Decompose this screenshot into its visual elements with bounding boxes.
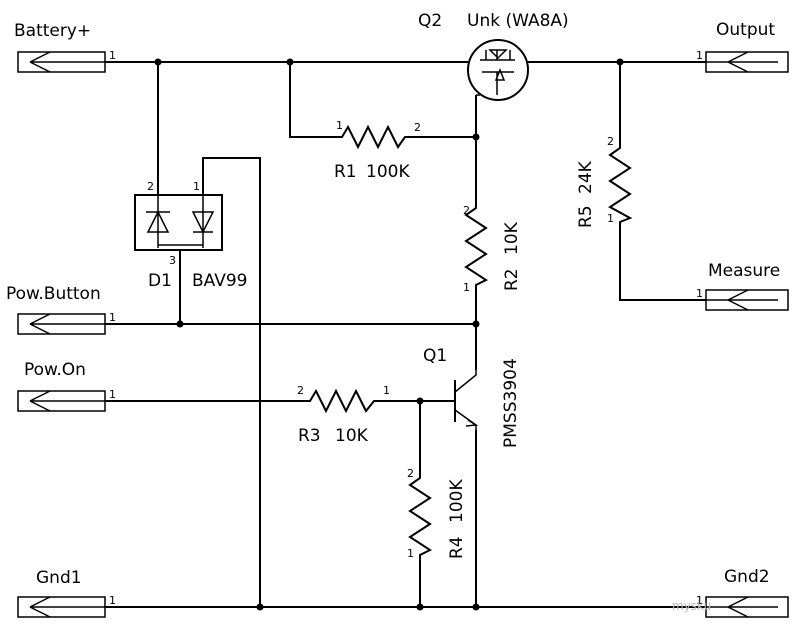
- port-pow-on[interactable]: Pow.On 1: [17, 360, 116, 412]
- wires: [105, 61, 706, 608]
- port-output-label: Output: [716, 20, 775, 40]
- q2-mosfet[interactable]: Q2 Unk (WA8A): [418, 11, 569, 101]
- port-battery-label: Battery+: [14, 21, 91, 41]
- pin-label: 2: [297, 384, 304, 397]
- r5-value: 24K: [576, 160, 596, 194]
- port-pow-button[interactable]: Pow.Button 1: [6, 284, 116, 335]
- r2-resistor[interactable]: 2 1 R2 10K: [463, 200, 522, 294]
- pin-label: 2: [607, 135, 614, 148]
- q1-value: PMSS3904: [501, 358, 521, 448]
- r5-ref: R5: [576, 205, 596, 228]
- port-battery[interactable]: Battery+ 1: [14, 21, 116, 73]
- r3-resistor[interactable]: 2 1 R3 10K: [297, 384, 390, 446]
- junction-output-r5: [616, 58, 624, 66]
- r5-resistor[interactable]: 2 1 R5 24K: [576, 135, 633, 228]
- junction-r2-button: [472, 320, 480, 328]
- pin-label: 3: [169, 254, 176, 267]
- junction-d1-button: [176, 320, 184, 328]
- pin-label: 1: [607, 212, 614, 225]
- junction-battery-r1: [286, 58, 294, 66]
- port-gnd2-label: Gnd2: [724, 567, 770, 587]
- junction-gnd-q1: [472, 603, 480, 611]
- port-pow-button-label: Pow.Button: [6, 284, 101, 304]
- pin-label: 1: [407, 547, 414, 560]
- r2-value: 10K: [502, 221, 522, 255]
- pin-label: 2: [414, 121, 421, 134]
- r4-resistor[interactable]: 2 1 R4 100K: [407, 467, 467, 560]
- port-gnd1-label: Gnd1: [36, 568, 82, 588]
- pin-label: 1: [109, 311, 116, 324]
- pin-label: 1: [463, 281, 470, 294]
- port-gnd1[interactable]: Gnd1 1: [17, 568, 116, 618]
- junction-battery-d1: [154, 58, 162, 66]
- pin-label: 1: [109, 594, 116, 607]
- junction-r3-r4: [416, 397, 424, 405]
- pin-label: 1: [336, 119, 343, 132]
- port-measure-label: Measure: [708, 261, 780, 281]
- r1-value: 100K: [366, 162, 410, 182]
- port-gnd2[interactable]: Gnd2 1: [696, 567, 789, 618]
- q1-ref: Q1: [423, 346, 447, 366]
- pin-label: 1: [109, 388, 116, 401]
- junction-gnd-d1: [256, 603, 264, 611]
- pin-label: 1: [193, 180, 200, 193]
- r3-value: 10K: [335, 426, 369, 446]
- r4-value: 100K: [447, 479, 467, 523]
- port-pow-on-label: Pow.On: [24, 360, 86, 380]
- port-output[interactable]: Output 1: [696, 20, 789, 73]
- r2-ref: R2: [502, 268, 522, 291]
- pin-label: 1: [109, 49, 116, 62]
- pin-label: 1: [696, 49, 703, 62]
- r1-resistor[interactable]: 1 2 R1 100K: [334, 119, 421, 182]
- pin-label: 2: [463, 204, 470, 217]
- pin-label: 2: [407, 467, 414, 480]
- pin-label: 2: [147, 180, 154, 193]
- d1-value: BAV99: [192, 271, 247, 291]
- junction-gnd-r4: [416, 603, 424, 611]
- r3-ref: R3: [298, 426, 321, 446]
- pin-label: 1: [696, 594, 703, 607]
- q2-ref: Q2: [418, 11, 442, 31]
- r1-ref: R1: [334, 162, 357, 182]
- pin-label: 1: [696, 287, 703, 300]
- q2-value: Unk (WA8A): [467, 11, 569, 31]
- d1-ref: D1: [148, 271, 172, 291]
- junctions: [154, 58, 624, 611]
- port-measure[interactable]: Measure 1: [696, 261, 789, 311]
- r4-ref: R4: [447, 536, 467, 559]
- d1-diode-pair[interactable]: 2 1 3 D1 BAV99: [134, 180, 247, 291]
- pin-label: 1: [383, 384, 390, 397]
- watermark: mysku: [672, 599, 711, 613]
- junction-r1-gate: [472, 133, 480, 141]
- q1-transistor[interactable]: Q1 PMSS3904: [423, 346, 521, 448]
